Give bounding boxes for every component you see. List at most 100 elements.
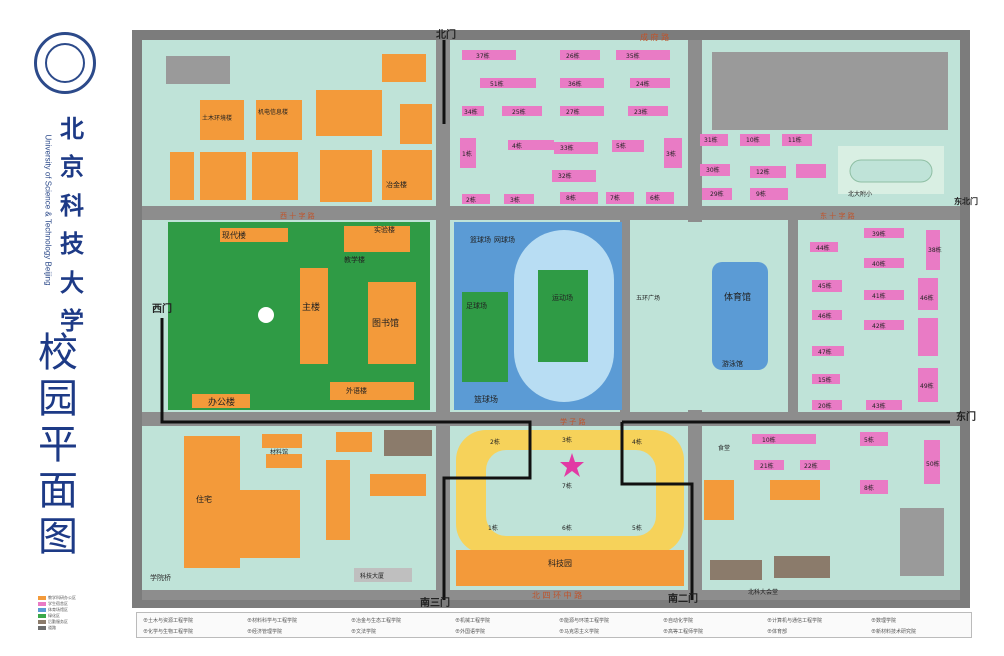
logo-ring — [45, 43, 85, 83]
dorm-label: 5栋 — [864, 436, 874, 444]
gymnasium — [712, 262, 768, 370]
dorm-label: 38栋 — [928, 246, 942, 254]
dorm-label: 20栋 — [818, 402, 832, 410]
footer-item: ⊕冶金与生态工程学院 — [351, 618, 402, 624]
dorm-label: 8栋 — [864, 484, 874, 492]
dorm-label: 35栋 — [626, 52, 640, 60]
track-field — [538, 270, 588, 362]
dorm-label: 46栋 — [818, 312, 832, 320]
road-hr1-west: 西 十 字 路 — [280, 211, 315, 220]
footer-item: ⊕经济管理学院 — [247, 629, 283, 635]
route-path-east — [620, 422, 694, 600]
legend-label: 学生宿舍区 — [48, 600, 68, 606]
legend-label: 绿化区 — [48, 612, 60, 618]
ne-track-inner — [849, 159, 933, 183]
dorm-label: 11栋 — [788, 136, 802, 144]
dorm-label: 26栋 — [566, 52, 580, 60]
bldg-library: 图书馆 — [372, 317, 399, 329]
bldg-civil: 土木环境楼 — [202, 114, 232, 122]
dorm-label: 10栋 — [746, 136, 760, 144]
dorm-label: 21栋 — [760, 462, 774, 470]
footer-item: ⊕数理学院 — [871, 618, 897, 624]
legend-item: 绿化区 — [38, 613, 76, 618]
dorm-label: 40栋 — [872, 260, 886, 268]
center-star — [560, 453, 584, 477]
dorm-label: 42栋 — [872, 322, 886, 330]
legend-label: 体育场馆区 — [48, 606, 68, 612]
footer-item: ⊕高等工程师学院 — [663, 629, 704, 635]
footer-item: ⊕土木与资源工程学院 — [143, 618, 194, 624]
dorm-label: 1栋 — [462, 150, 472, 158]
northwest-buildings — [170, 54, 432, 202]
dorm-label: 2栋 — [490, 438, 500, 446]
road-hr1-east: 东 十 字 路 — [820, 211, 855, 220]
dorm-label: 3栋 — [562, 436, 572, 444]
legend-swatch — [38, 613, 46, 618]
bldg-field: 运动场 — [552, 293, 573, 302]
dorm-label: 45栋 — [818, 282, 832, 290]
dorm-label: 1栋 — [488, 524, 498, 532]
route-path-west — [160, 318, 532, 600]
gate-south3: 南三门 — [420, 596, 450, 609]
southwest-buildings — [184, 432, 426, 568]
legend-item: 体育场馆区 — [38, 607, 76, 612]
dorm-label: 23栋 — [634, 108, 648, 116]
dorm-label: 10栋 — [762, 436, 776, 444]
football-field — [462, 292, 508, 382]
footer-item: ⊕机械工程学院 — [455, 618, 491, 624]
legend-label: 后勤服务区 — [48, 618, 68, 624]
dorm-label: 4栋 — [632, 438, 642, 446]
bldg-basket1: 篮球场 — [470, 235, 491, 244]
bldg-gym: 体育馆 — [724, 291, 751, 303]
dorm-label: 44栋 — [816, 244, 830, 252]
legend-swatch — [38, 601, 46, 606]
legend-swatch — [38, 619, 46, 624]
se-gray-building — [900, 508, 944, 576]
university-logo — [34, 32, 96, 94]
bldg-residence: 住宅 — [196, 494, 212, 504]
road-bridge: 学院桥 — [150, 573, 171, 582]
bldg-main: 主楼 — [302, 301, 320, 313]
dorm-label: 3栋 — [510, 196, 520, 204]
legend-item: 教学科研办公区 — [38, 595, 76, 600]
gate-north: 北门 — [436, 28, 456, 41]
dorm-label: 32栋 — [558, 172, 572, 180]
gate-northeast: 东北门 — [954, 196, 978, 206]
dorm-label: 37栋 — [476, 52, 490, 60]
dorm-label: 24栋 — [636, 80, 650, 88]
road-north-top: 成 府 路 — [640, 32, 669, 42]
dorm-label: 5栋 — [632, 524, 642, 532]
dorm-label: 4栋 — [512, 142, 522, 150]
bldg-tennis: 网球场 — [494, 235, 515, 244]
dorm-label: 34栋 — [464, 108, 478, 116]
legend-swatch — [38, 625, 46, 630]
se-brown-building — [710, 560, 762, 580]
gate-west: 西门 — [152, 302, 172, 315]
university-name-en: University of Science & Technology Beiji… — [43, 134, 53, 286]
bldg-enterprise: 科技大厦 — [360, 572, 384, 580]
footer-item: ⊕材料科学与工程学院 — [247, 618, 298, 624]
footer-item: ⊕化学与生物工程学院 — [143, 629, 194, 635]
dorm-label: 8栋 — [566, 194, 576, 202]
dorm-label: 12栋 — [756, 168, 770, 176]
bldg-kindergarten: 北大附小 — [848, 190, 872, 198]
map-footer: ⊕土木与资源工程学院⊕材料科学与工程学院⊕冶金与生态工程学院⊕机械工程学院⊕能源… — [136, 612, 972, 638]
footer-item: ⊕体育部 — [767, 629, 788, 635]
map-legend: 教学科研办公区学生宿舍区体育场馆区绿化区后勤服务区道路 — [38, 595, 76, 631]
dorm-label: 7栋 — [562, 482, 572, 490]
gate-east: 东门 — [956, 410, 976, 423]
dorm-label: 3栋 — [666, 150, 676, 158]
sw-gray-building — [354, 568, 412, 582]
science-park — [456, 550, 684, 586]
west-fountain — [258, 307, 274, 323]
bldg-teach: 教学楼 — [344, 255, 365, 264]
bldg-metal: 冶金楼 — [386, 180, 407, 189]
legend-swatch — [38, 595, 46, 600]
dorm-label: 49栋 — [920, 382, 934, 390]
footer-item: ⊕马克思主义学院 — [559, 629, 600, 635]
dorm-label: 6栋 — [650, 194, 660, 202]
sidebar: 北京科技大学 University of Science & Technolog… — [20, 30, 110, 630]
dorm-label: 50栋 — [926, 460, 940, 468]
footer-item: ⊕自动化学院 — [663, 618, 694, 624]
